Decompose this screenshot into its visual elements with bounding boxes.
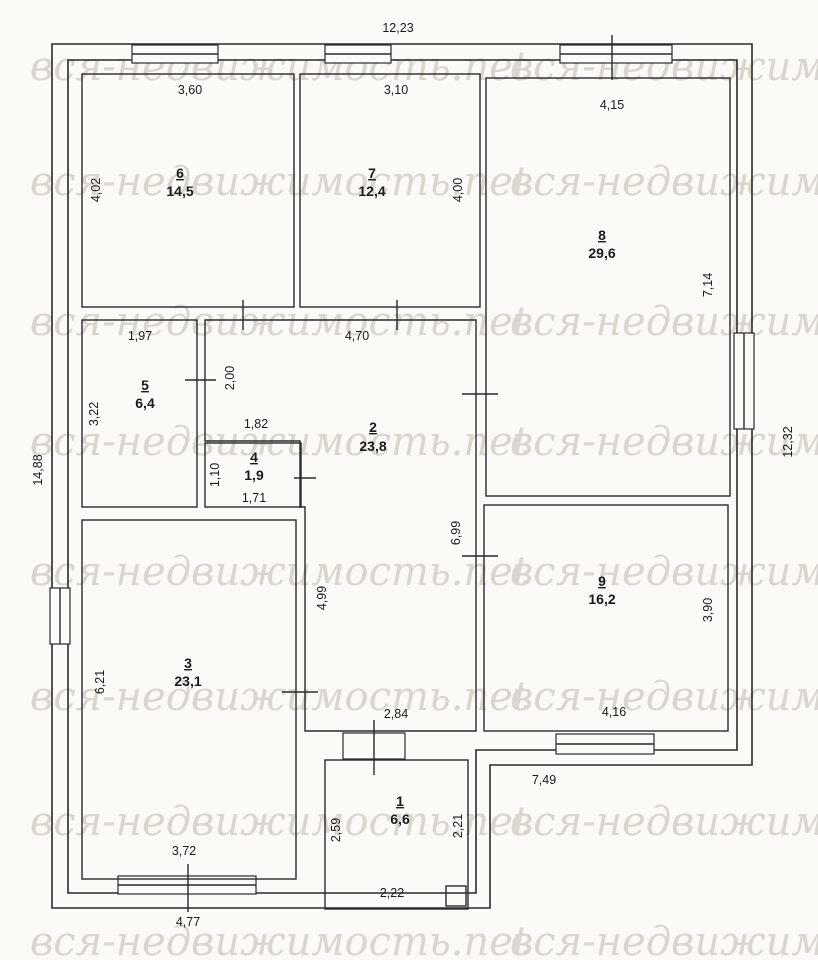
room-2-area: 23,8: [359, 438, 386, 454]
room-5-dim-width: 1,97: [128, 329, 152, 343]
room-2-dim-step-height: 2,00: [223, 366, 237, 390]
room-1-dim-width: 2,22: [380, 886, 404, 900]
room-3-area: 23,1: [174, 673, 201, 689]
watermark: вся-недвижимость.net: [30, 919, 530, 960]
outer-dim-left: 14,88: [31, 454, 45, 485]
room-6-number: 6: [176, 165, 184, 181]
room-7-area: 12,4: [358, 183, 385, 199]
watermark: вся-недвижимость.net: [510, 674, 818, 720]
watermark: вся-недвижимость.net: [30, 44, 530, 90]
room-8-outline: [485, 77, 731, 497]
room-2-outline: [204, 319, 477, 732]
watermark: вся-недвижимость.net: [510, 549, 818, 595]
room-6-dim-height: 4,02: [89, 178, 103, 202]
room-7-outline: [299, 73, 481, 308]
room-1-dim-height-left: 2,59: [329, 818, 343, 842]
room-9-number: 9: [598, 573, 606, 589]
room-6-outline: [81, 73, 295, 308]
room-5-number: 5: [141, 377, 149, 393]
room-9-dim-height: 3,90: [701, 598, 715, 622]
watermark: вся-недвижимость.net: [30, 674, 530, 720]
room-2-dim-width: 4,70: [345, 329, 369, 343]
watermark: вся-недвижимость.net: [30, 799, 530, 845]
inner-wall-contour: [67, 59, 738, 894]
room-4-outline: [204, 442, 302, 508]
watermark: вся-недвижимость.net: [30, 299, 530, 345]
room-3-outline: [81, 519, 297, 880]
room-4-dim-width: 1,71: [242, 491, 266, 505]
room-1-outline: [324, 759, 469, 910]
outer-dim-top: 12,23: [382, 21, 413, 35]
watermark: вся-недвижимость.net: [510, 919, 818, 960]
room-8-number: 8: [598, 227, 606, 243]
room-2-dim-height-right: 6,99: [449, 521, 463, 545]
room-5-dim-height: 3,22: [87, 402, 101, 426]
room-6-dim-width: 3,60: [178, 83, 202, 97]
room-2-dim-height-left: 4,99: [315, 586, 329, 610]
watermark-layer: вся-недвижимость.net вся-недвижимость.ne…: [30, 44, 818, 960]
room-7-number: 7: [368, 165, 376, 181]
room-7-dim-height: 4,00: [451, 178, 465, 202]
room-8-area: 29,6: [588, 245, 615, 261]
room-3-dim-width: 3,72: [172, 844, 196, 858]
room-1-area: 6,6: [390, 811, 410, 827]
room-1-number: 1: [396, 793, 404, 809]
room-4-number: 4: [250, 449, 258, 465]
room-7-dim-width: 3,10: [384, 83, 408, 97]
room-3-dim-height: 6,21: [93, 670, 107, 694]
watermark: вся-недвижимость.net: [30, 549, 530, 595]
room-6-area: 14,5: [166, 183, 193, 199]
room-2-dim-step-width: 1,82: [244, 417, 268, 431]
watermark: вся-недвижимость.net: [30, 419, 530, 465]
outer-dim-right: 12,32: [781, 426, 795, 457]
watermark: вся-недвижимость.net: [510, 299, 818, 345]
watermark: вся-недвижимость.net: [510, 159, 818, 205]
outer-dim-bottom-left: 4,77: [176, 915, 200, 929]
room-4-area: 1,9: [244, 467, 264, 483]
room-9-area: 16,2: [588, 591, 615, 607]
watermark: вся-недвижимость.net: [30, 159, 530, 205]
room-5-outline: [81, 319, 198, 508]
shaft-box: [445, 885, 467, 907]
room-1-dim-height-right: 2,21: [451, 814, 465, 838]
room-2-dim-bottom: 2,84: [384, 707, 408, 721]
room-9-dim-width: 4,16: [602, 705, 626, 719]
outer-dim-bottom-step: 7,49: [532, 773, 556, 787]
room-8-dim-height: 7,14: [701, 273, 715, 297]
watermark: вся-недвижимость.net: [510, 419, 818, 465]
outer-wall: [51, 43, 753, 909]
room-8-dim-width: 4,15: [600, 98, 624, 112]
watermark: вся-недвижимость.net: [510, 799, 818, 845]
room-9-outline: [483, 504, 729, 732]
room-2-number: 2: [369, 419, 377, 435]
room-3-number: 3: [184, 655, 192, 671]
room-4-dim-height: 1,10: [208, 463, 222, 487]
room-5-area: 6,4: [135, 395, 155, 411]
